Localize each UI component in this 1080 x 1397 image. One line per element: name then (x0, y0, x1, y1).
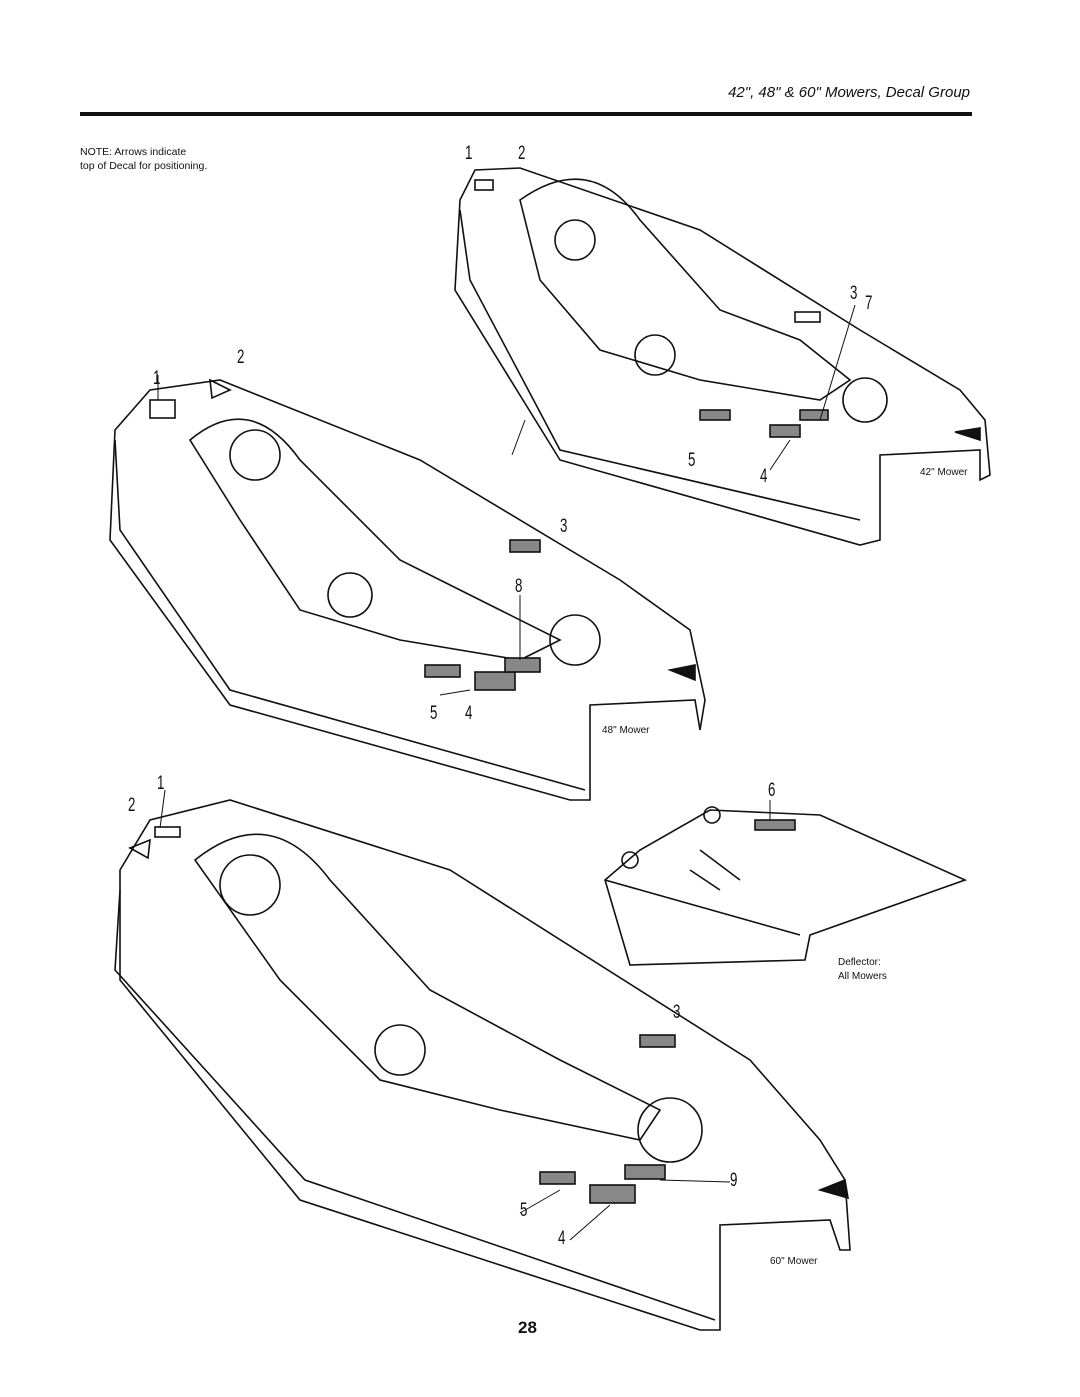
mower-60-label: 60" Mower (770, 1256, 818, 1267)
callout-42-7: 7 (865, 293, 873, 314)
callout-42-2: 2 (518, 143, 526, 164)
callout-42-1: 1 (465, 143, 473, 164)
deflector-diagram (604, 806, 968, 966)
callout-42-4: 4 (760, 466, 768, 487)
callout-60-4: 4 (558, 1228, 566, 1249)
mower-48-label: 48" Mower (602, 725, 650, 736)
callout-42-5: 5 (688, 450, 696, 471)
callout-48-2: 2 (237, 347, 245, 368)
callout-60-9: 9 (730, 1170, 738, 1191)
note-line-1: NOTE: Arrows indicate (80, 146, 187, 158)
callout-48-1: 1 (153, 368, 161, 389)
callout-60-5: 5 (520, 1200, 528, 1221)
deflector-label-1: Deflector: (838, 957, 881, 968)
mower-42-diagram (454, 167, 991, 546)
callout-48-8: 8 (515, 576, 523, 597)
callout-60-1: 1 (157, 773, 165, 794)
callout-60-3: 3 (673, 1002, 681, 1023)
page-number: 28 (518, 1318, 537, 1337)
callout-48-5: 5 (430, 703, 438, 724)
callout-42-3: 3 (850, 283, 858, 304)
page-title: 42", 48" & 60" Mowers, Decal Group (728, 84, 970, 101)
note-line-2: top of Decal for positioning. (80, 160, 208, 172)
mower-60-diagram (114, 799, 851, 1331)
callout-48-3: 3 (560, 516, 568, 537)
header-rule (80, 112, 972, 116)
callout-leaders (157, 304, 856, 1241)
callout-60-2: 2 (128, 795, 136, 816)
callout-48-4: 4 (465, 703, 473, 724)
mower-48-diagram (109, 378, 706, 801)
deflector-label-2: All Mowers (838, 971, 887, 982)
mower-42-label: 42" Mower (920, 467, 968, 478)
callout-deflector-6: 6 (768, 780, 776, 801)
positioning-note: NOTE: Arrows indicate top of Decal for p… (80, 145, 207, 173)
